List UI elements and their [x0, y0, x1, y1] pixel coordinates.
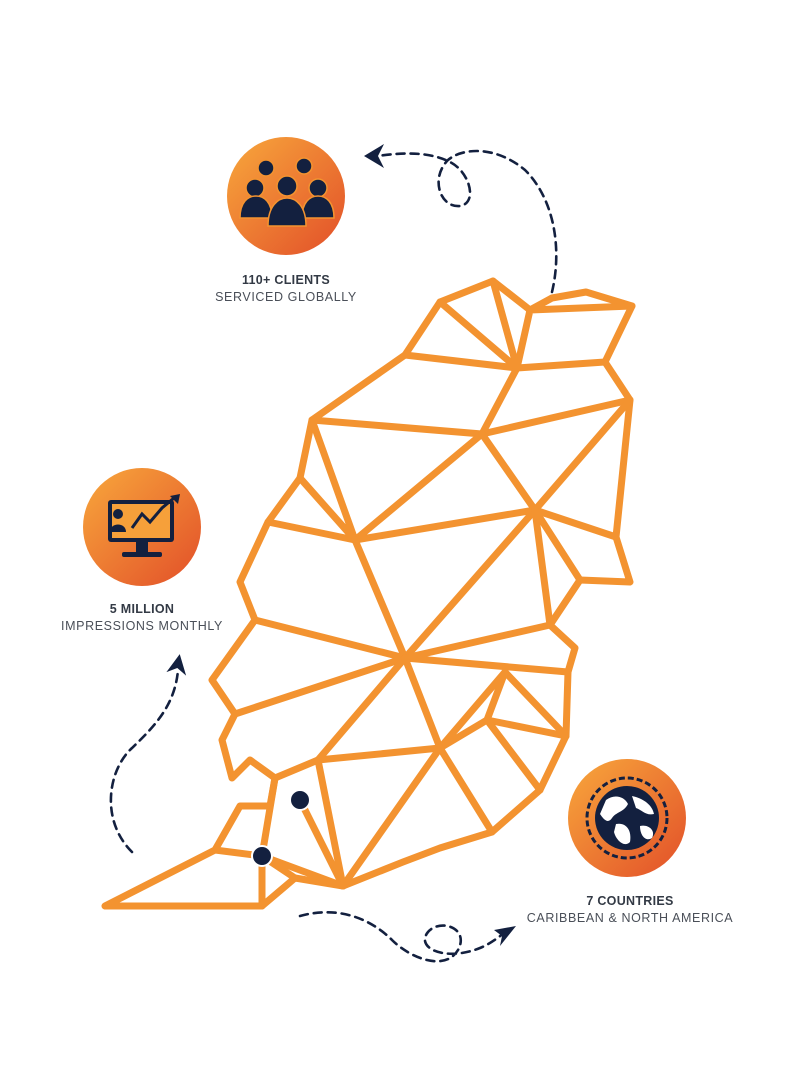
- stat-impressions-description: IMPRESSIONS MONTHLY: [61, 619, 223, 633]
- arrow-heads: [166, 144, 516, 946]
- stat-impressions-value: 5 MILLION: [109, 602, 175, 616]
- dashed-arrow-bottom: [298, 911, 510, 963]
- map-point-marker: [289, 789, 311, 811]
- stat-impressions: 5 MILLION IMPRESSIONS MONTHLY: [42, 601, 242, 635]
- globe-icon: [595, 786, 659, 850]
- stat-clients: 110+ CLIENTS SERVICED GLOBALLY: [186, 272, 386, 306]
- clients-badge: [227, 137, 345, 255]
- dashed-arrow-top: [376, 149, 558, 294]
- stat-countries-description: CARIBBEAN & NORTH AMERICA: [526, 911, 734, 925]
- impressions-badge: [83, 468, 201, 586]
- dashed-arrows: [109, 149, 558, 963]
- stat-countries: 7 COUNTRIES CARIBBEAN & NORTH AMERICA: [500, 893, 760, 927]
- stat-clients-value: 110+ CLIENTS: [241, 273, 330, 287]
- people-group-icon: [239, 157, 335, 227]
- dashed-arrow-left: [109, 668, 180, 854]
- countries-badge: [568, 759, 686, 877]
- monitor-growth-chart-icon: [108, 494, 180, 557]
- stat-clients-description: SERVICED GLOBALLY: [215, 290, 357, 304]
- stat-countries-value: 7 COUNTRIES: [586, 894, 674, 908]
- globe-ring: [585, 776, 669, 860]
- arrow-head-bottom: [494, 926, 516, 946]
- map-point-marker: [251, 845, 273, 867]
- arrow-head-left: [166, 654, 187, 676]
- map-point-markers: [251, 789, 311, 867]
- island-polygon-map: [101, 277, 636, 910]
- arrow-head-top: [364, 144, 384, 168]
